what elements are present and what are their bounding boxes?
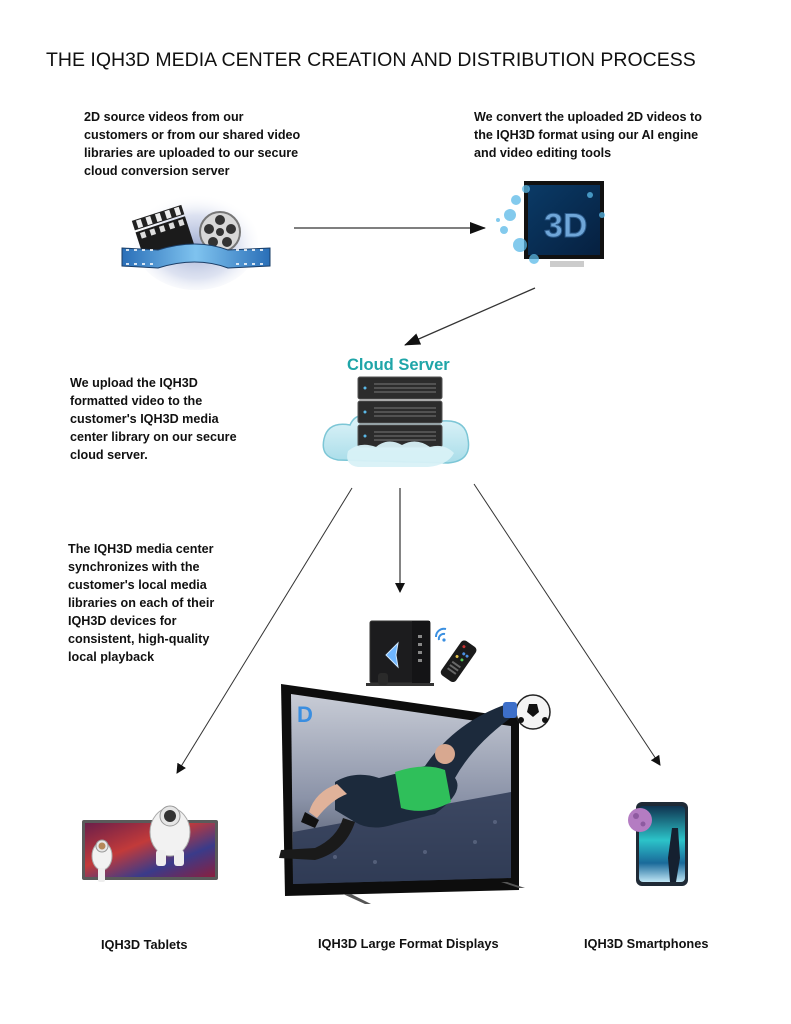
cloud-server-icon	[322, 376, 470, 467]
text-line: cloud conversion server	[84, 164, 230, 178]
text-line: formatted video to the	[70, 394, 203, 408]
text-line: and video editing tools	[474, 146, 612, 160]
device-label-displays: IQH3D Large Format Displays	[318, 936, 499, 951]
cloud-upload-description: We upload the IQH3D formatted video to t…	[70, 374, 237, 464]
media-box-remote-icon	[366, 620, 477, 686]
cloud-server-heading: Cloud Server	[347, 356, 450, 374]
text-line: libraries are uploaded to our secure	[84, 146, 299, 160]
text-line: consistent, high-quality	[68, 632, 210, 646]
text-line: cloud server.	[70, 448, 148, 462]
text-line: customer's IQH3D media	[70, 412, 219, 426]
tablet-astronaut-icon	[82, 805, 218, 882]
text-line: synchronizes with the	[68, 560, 200, 574]
text-line: IQH3D devices for	[68, 614, 177, 628]
text-line: libraries on each of their	[68, 596, 215, 610]
text-line: We convert the uploaded 2D videos to	[474, 110, 702, 124]
device-label-smartphones: IQH3D Smartphones	[584, 936, 709, 951]
smartphone-aurora-icon	[628, 802, 688, 886]
text-line: customers or from our shared video	[84, 128, 301, 142]
text-line: The IQH3D media center	[68, 542, 214, 556]
sync-description: The IQH3D media center synchronizes with…	[68, 540, 214, 666]
film-clapper-reel-icon	[121, 194, 271, 290]
device-label-tablets: IQH3D Tablets	[101, 937, 188, 952]
arrow-convert-to-cloud	[404, 287, 536, 346]
text-line: 2D source videos from our	[84, 110, 244, 124]
text-line: local playback	[68, 650, 155, 664]
convert-description: We convert the uploaded 2D videos to the…	[474, 108, 702, 162]
large-tv-goalkeeper-icon: D	[279, 684, 551, 904]
upload-source-description: 2D source videos from our customers or f…	[84, 108, 300, 180]
page-title: THE IQH3D MEDIA CENTER CREATION AND DIST…	[46, 49, 696, 71]
text-line: customer's local media	[68, 578, 207, 592]
svg-text:D: D	[297, 702, 313, 727]
text-line: the IQH3D format using our AI engine	[474, 128, 699, 142]
3d-badge-text: 3D	[544, 207, 587, 245]
3d-tv-splash-icon: 3D	[496, 181, 605, 267]
text-line: center library on our secure	[70, 430, 237, 444]
text-line: We upload the IQH3D	[70, 376, 198, 390]
